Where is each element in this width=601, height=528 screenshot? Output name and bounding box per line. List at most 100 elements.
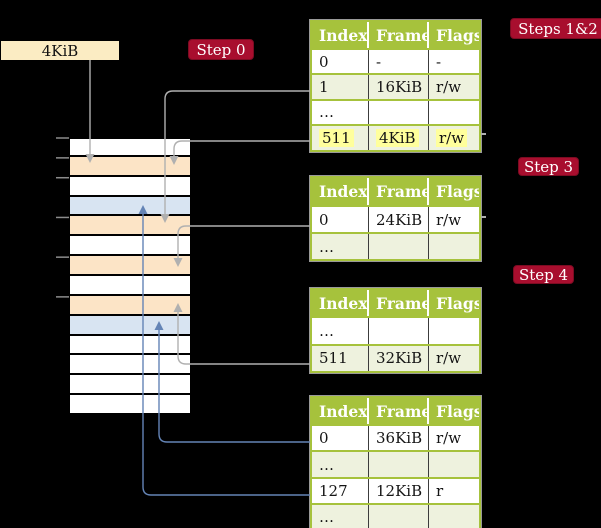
table-cell-text: 32KiB	[376, 349, 423, 368]
table-cell	[369, 452, 429, 477]
table-cell: …	[312, 452, 369, 477]
table-cell-text: 511	[319, 128, 354, 147]
physical-memory-frames-column	[70, 137, 190, 416]
table-cell: …	[312, 318, 369, 344]
page-table-final-row-1: …	[312, 450, 479, 477]
page-table-final-row-2: 127 12KiB r	[312, 476, 479, 504]
table-header-cell-flags: Flags	[436, 293, 479, 313]
table-header-cell-flags: Flags	[436, 182, 479, 201]
memory-frame-cell-4	[70, 216, 190, 237]
memory-frame-cell-10	[70, 335, 190, 356]
memory-frame-cell-11	[70, 355, 190, 376]
table-cell: 0	[312, 207, 369, 232]
memory-frame-cell-6	[70, 256, 190, 277]
table-cell	[429, 505, 479, 528]
memory-frame-cell-0	[70, 137, 190, 157]
table-cell-text: …	[319, 237, 334, 256]
table-cell: 16KiB	[369, 75, 429, 99]
table-cell-text: -	[376, 52, 382, 71]
table-header-cell-index: Index	[312, 398, 369, 424]
table-cell-text: r/w	[436, 128, 468, 147]
table-cell: 127	[312, 478, 369, 504]
table-header-cell-flags: Flags	[436, 401, 479, 421]
table-cell: 0	[312, 50, 369, 74]
table-header-cell-index: Index	[312, 178, 369, 205]
table-cell-text: 0	[319, 429, 329, 448]
stub-mark	[481, 133, 486, 135]
step-badge-0: Step 0	[188, 39, 254, 60]
table-cell: 32KiB	[369, 345, 429, 371]
memory-frame-cell-12	[70, 375, 190, 396]
table-cell: r/w	[429, 426, 479, 450]
memory-frame-cell-7	[70, 276, 190, 296]
page-table-steps-1-2-row-2: …	[312, 98, 479, 125]
table-cell	[429, 234, 479, 259]
table-header-cell-frame: Frame	[369, 22, 429, 48]
memory-frame-cell-5	[70, 236, 190, 257]
table-cell: r/w	[429, 126, 479, 149]
table-cell: 511	[312, 126, 369, 150]
t2-row-0-to-frame-24kib-line	[177, 225, 310, 258]
table-cell: 36KiB	[369, 426, 429, 451]
table-header-cell-frame: Frame	[369, 178, 429, 205]
memory-frame-cell-8	[70, 295, 190, 316]
table-cell-text: …	[319, 455, 334, 474]
table-cell-text: 12KiB	[376, 481, 423, 500]
table-cell: r/w	[429, 75, 479, 98]
table-cell	[429, 101, 479, 124]
page-table-step-4-row-0: …	[312, 316, 479, 344]
table-cell: 511	[312, 345, 369, 371]
table-cell-text: r/w	[436, 429, 462, 448]
table-cell: …	[312, 234, 369, 259]
table-cell-text: 511	[319, 349, 348, 368]
table-header-cell-flags: Flags	[436, 25, 479, 45]
table-cell: 12KiB	[369, 478, 429, 504]
table-cell-text: 24KiB	[376, 210, 423, 229]
table-cell-text: r/w	[436, 78, 462, 97]
table-cell	[429, 452, 479, 476]
page-table-step-3-row-1: …	[312, 232, 479, 259]
page-table-step-4-row-1: 511 32KiB r/w	[312, 343, 479, 372]
table-cell: 1	[312, 75, 369, 99]
table-cell-text: …	[319, 508, 334, 527]
memory-frame-cell-2	[70, 176, 190, 197]
table-cell	[369, 234, 429, 259]
table-cell: r/w	[429, 346, 479, 372]
memory-frame-cell-1	[70, 156, 190, 177]
table-cell-text: r	[436, 481, 444, 500]
table-cell	[369, 100, 429, 125]
table-cell: -	[369, 50, 429, 74]
memory-frame-cell-9	[70, 315, 190, 336]
table-header-cell-frame: Frame	[369, 398, 429, 424]
memory-frame-cell-3	[70, 196, 190, 217]
step-badge-1: Steps 1&2	[510, 18, 601, 39]
table-cell-text: 36KiB	[376, 429, 423, 448]
table-cell	[369, 318, 429, 344]
table-cell-text: 0	[319, 210, 329, 229]
table-cell-text: r/w	[436, 349, 462, 368]
frame-size-text: 4KiB	[41, 41, 79, 60]
table-cell-text: 4KiB	[376, 128, 419, 147]
table-cell-text: 16KiB	[376, 78, 423, 97]
page-table-steps-1-2-row-3: 511 4KiB r/w	[312, 124, 479, 150]
table-cell: r/w	[429, 207, 479, 232]
page-table-steps-1-2-row-0: 0 - -	[312, 48, 479, 74]
table-cell: …	[312, 100, 369, 125]
table-cell-text: 0	[319, 52, 329, 71]
page-table-steps-1-2-row-1: 1 16KiB r/w	[312, 73, 479, 99]
table-cell: …	[312, 505, 369, 528]
page-table-step-3-row-0: 0 24KiB r/w	[312, 205, 479, 232]
step-badge-3: Step 4	[513, 265, 574, 284]
table-cell-text: -	[436, 52, 442, 71]
table-header-cell-frame: Frame	[369, 290, 429, 316]
table-cell: 0	[312, 426, 369, 451]
table-cell: r	[429, 479, 479, 503]
table-cell-text: 127	[319, 481, 348, 500]
